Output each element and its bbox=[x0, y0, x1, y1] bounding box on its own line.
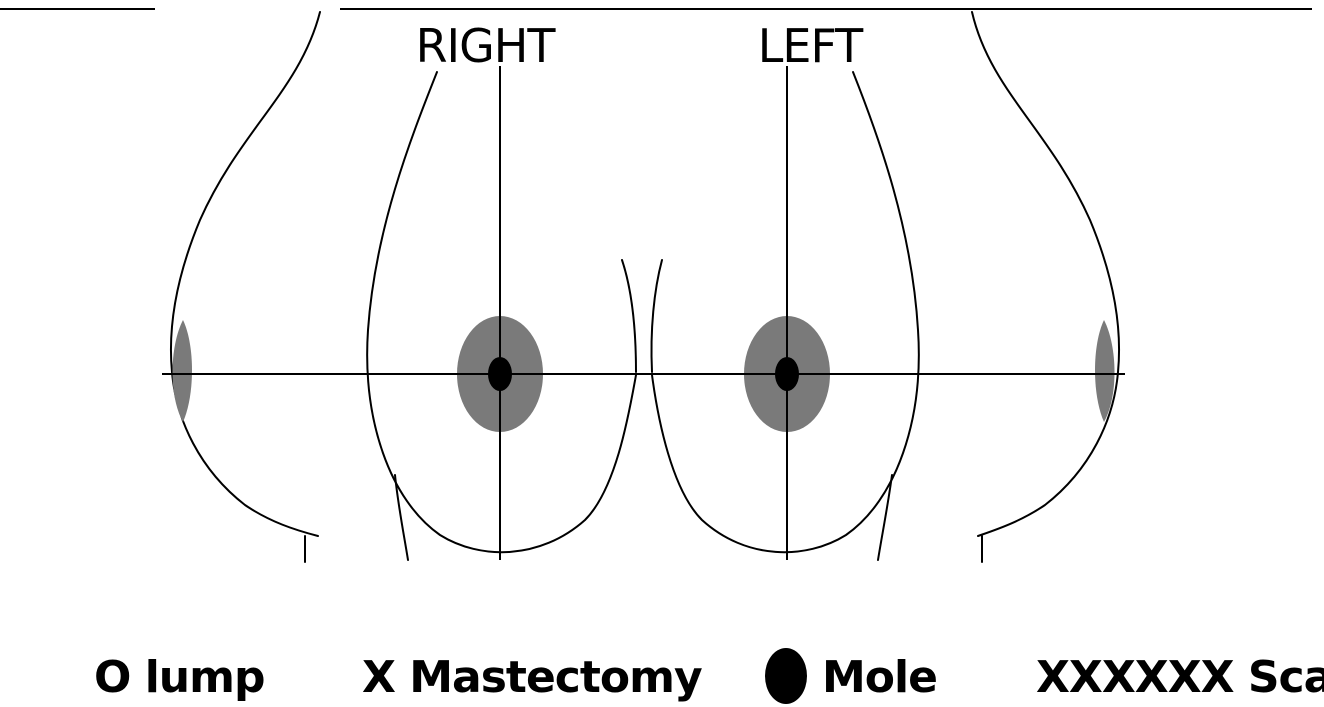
left-breast-inner-curve bbox=[878, 475, 892, 560]
legend-mastectomy: X Mastectomy bbox=[362, 652, 702, 703]
legend-lump: O lump bbox=[94, 652, 264, 703]
legend-mole-dot-icon bbox=[765, 648, 807, 704]
left-cleavage-line bbox=[651, 260, 662, 372]
legend-mole: Mole bbox=[822, 652, 937, 703]
left-breast bbox=[651, 12, 1119, 562]
right-torso-outline bbox=[171, 12, 320, 536]
label-right: RIGHT bbox=[416, 19, 557, 73]
right-side-profile bbox=[172, 320, 192, 422]
right-breast bbox=[171, 12, 636, 562]
right-cleavage-line bbox=[622, 260, 636, 372]
right-breast-outline bbox=[367, 72, 636, 552]
left-breast-outline bbox=[652, 72, 919, 552]
label-left: LEFT bbox=[758, 19, 864, 73]
legend: O lump X Mastectomy Mole XXXXXX Scar bbox=[94, 648, 1324, 704]
legend-scar: XXXXXX Scar bbox=[1036, 652, 1324, 703]
left-torso-outline bbox=[972, 12, 1119, 536]
right-breast-inner-curve bbox=[395, 475, 408, 560]
